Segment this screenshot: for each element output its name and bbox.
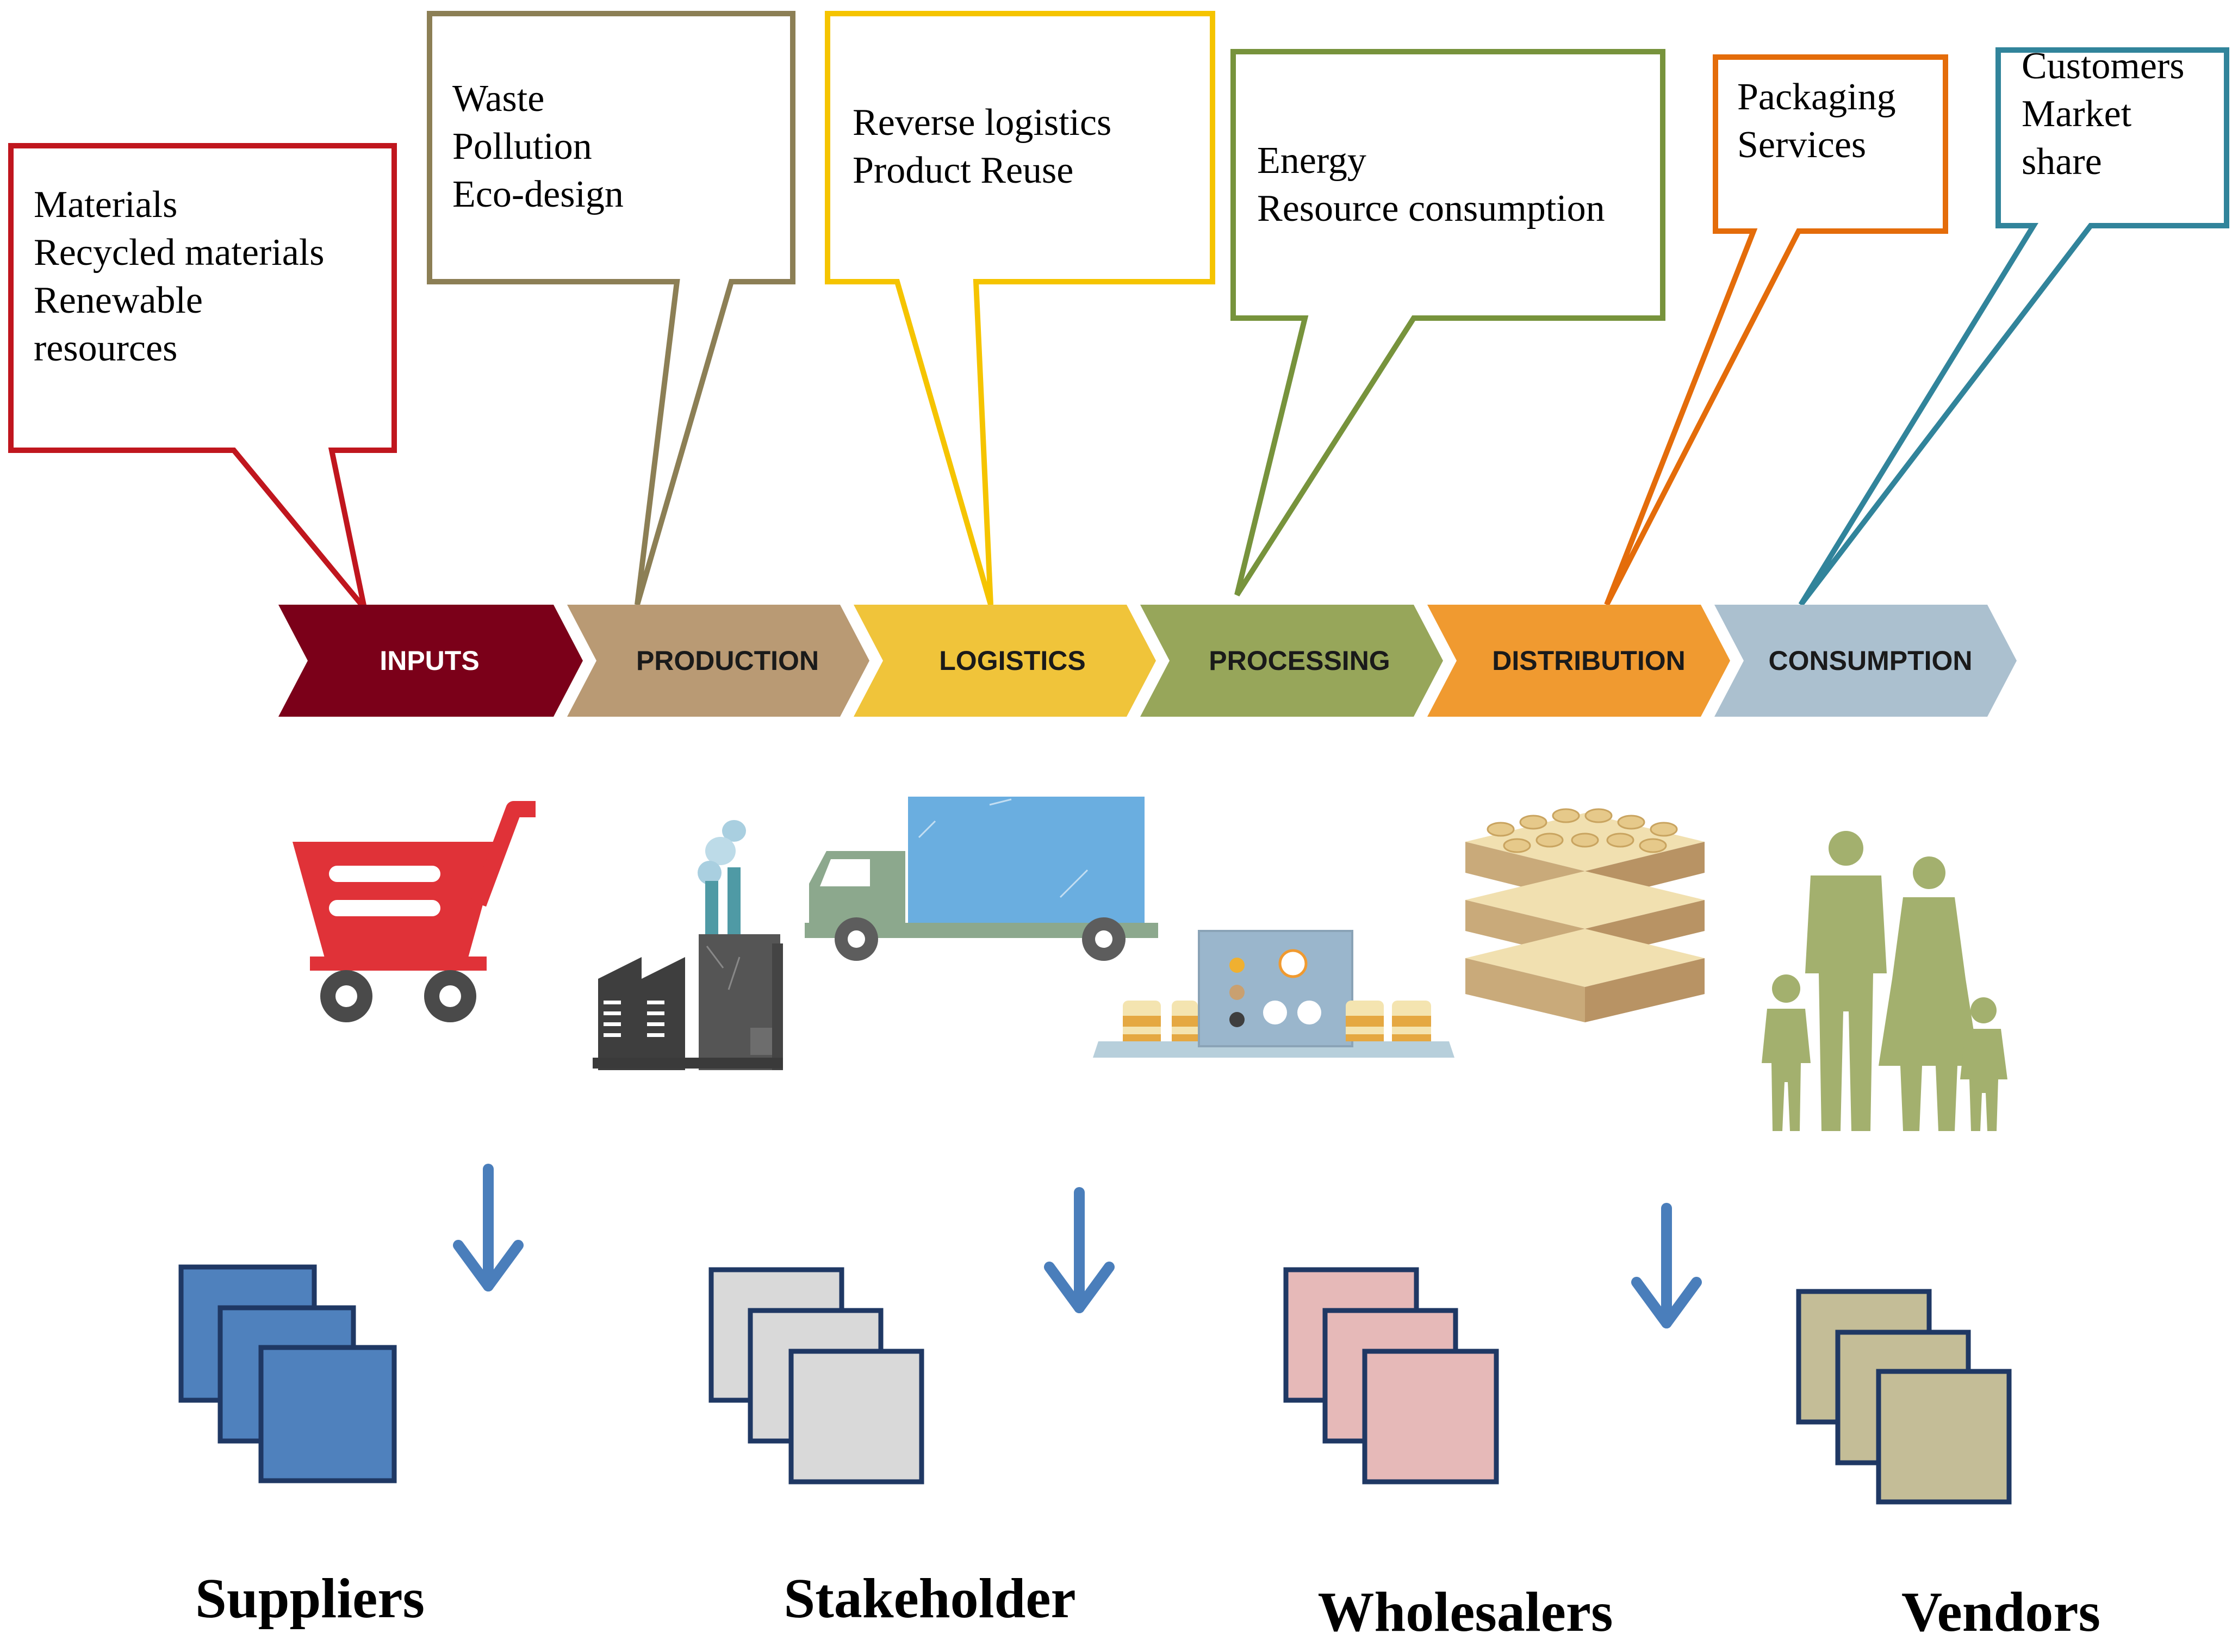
stage-inputs: INPUTS	[278, 605, 583, 717]
family-icon	[1762, 831, 2007, 1131]
callout-logistics	[825, 11, 1215, 606]
group-label-suppliers: Suppliers	[195, 1567, 425, 1630]
callout-logistics-text: Reverse logistics Product Reuse	[853, 99, 1111, 195]
stage-consumption: CONSUMPTION	[1714, 605, 2017, 717]
down-arrow-1	[453, 1164, 524, 1291]
stage-label: LOGISTICS	[939, 645, 1085, 676]
callout-line: Resource consumption	[1257, 188, 1605, 229]
callout-line: Materials	[34, 184, 178, 226]
stage-distribution: DISTRIBUTION	[1427, 605, 1730, 717]
callout-processing-text: Energy Resource consumption	[1257, 137, 1605, 233]
callout-line: Product Reuse	[853, 150, 1074, 191]
stage-logistics: LOGISTICS	[854, 605, 1156, 717]
callout-distribution-text: Packaging Services	[1737, 73, 1896, 169]
stage-label: CONSUMPTION	[1769, 645, 1973, 676]
suppliers-stack	[178, 1264, 397, 1483]
callout-line: Recycled materials	[34, 232, 325, 274]
stacked-pallets-icon	[1465, 808, 1705, 1022]
processing-machine-icon	[1093, 930, 1454, 1058]
callout-line: Reverse logistics	[853, 102, 1112, 144]
process-chevrons: INPUTS PRODUCTION LOGISTICS PROCESSING D…	[278, 605, 2017, 717]
down-arrow-2	[1044, 1187, 1115, 1313]
callout-line: share	[2022, 141, 2102, 183]
callout-inputs	[8, 143, 397, 610]
callout-production-text: Waste Pollution Eco-design	[452, 75, 624, 219]
callout-line: resources	[34, 327, 178, 369]
stage-label: INPUTS	[380, 645, 479, 676]
callout-line: Waste	[452, 78, 545, 120]
callout-inputs-text: Materials Recycled materials Renewable r…	[34, 181, 324, 372]
vendors-stack	[1796, 1289, 2012, 1505]
down-arrow-3	[1631, 1203, 1702, 1328]
callout-production	[427, 11, 795, 606]
callout-line: Renewable	[34, 280, 203, 321]
callout-consumption	[1798, 47, 2229, 607]
callout-line: Market	[2022, 93, 2132, 135]
stage-label: PRODUCTION	[636, 645, 819, 676]
delivery-truck-icon	[805, 797, 1158, 961]
factory-icon	[593, 820, 783, 1070]
stakeholder-stack	[708, 1267, 924, 1485]
shopping-cart-icon	[293, 801, 536, 1022]
stage-label: PROCESSING	[1209, 645, 1390, 676]
stage-production: PRODUCTION	[567, 605, 869, 717]
group-label-wholesalers: Wholesalers	[1317, 1581, 1613, 1643]
callout-line: Pollution	[452, 126, 592, 167]
callout-consumption-text: Customers Market share	[2022, 42, 2184, 186]
callout-line: Services	[1737, 124, 1867, 166]
stage-label: DISTRIBUTION	[1492, 645, 1686, 676]
wholesalers-stack	[1283, 1267, 1499, 1485]
group-label-stakeholder: Stakeholder	[784, 1567, 1076, 1630]
jars	[1123, 1001, 1431, 1041]
group-label-vendors: Vendors	[1901, 1581, 2101, 1643]
callout-distribution	[1604, 54, 1948, 606]
callout-line: Energy	[1257, 140, 1366, 182]
callout-line: Packaging	[1737, 76, 1896, 118]
callout-line: Customers	[2022, 45, 2185, 87]
stage-processing: PROCESSING	[1140, 605, 1443, 717]
callout-line: Eco-design	[452, 173, 624, 215]
callout-processing	[1230, 49, 1665, 597]
